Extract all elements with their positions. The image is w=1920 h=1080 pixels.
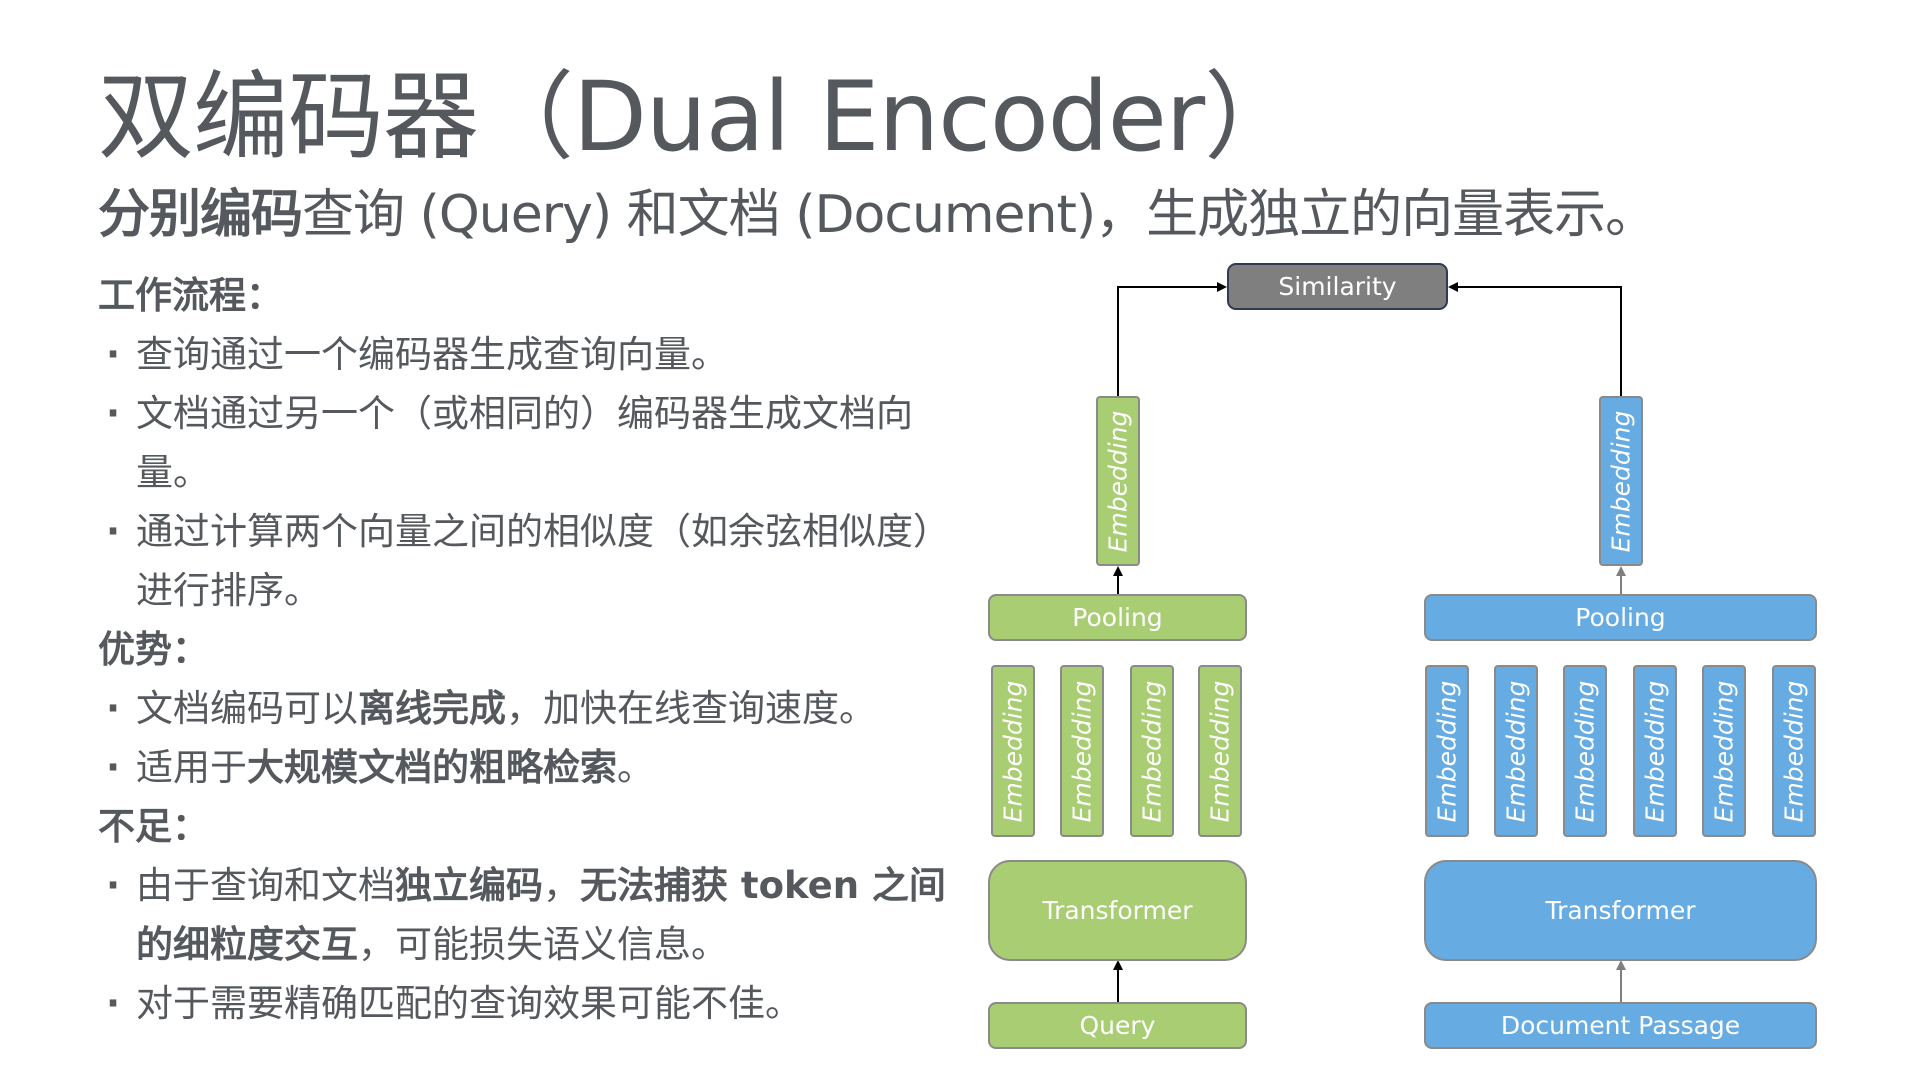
bullet-item: 查询通过一个编码器生成查询向量。: [98, 325, 958, 384]
query-embedding-label: Embedding: [1103, 410, 1133, 552]
bullet-item: 适用于大规模文档的粗略检索。: [98, 738, 958, 797]
token-embedding-box: Embedding: [1425, 665, 1469, 837]
bullet-item: 对于需要精确匹配的查询效果可能不佳。: [98, 974, 958, 1033]
bullet-text: ，可能损失语义信息。: [358, 923, 728, 966]
doc-pooling-box: Pooling: [1424, 594, 1817, 641]
query-input-box: Query: [988, 1002, 1247, 1049]
page-title: 双编码器（Dual Encoder）: [98, 61, 1300, 173]
token-embedding-label: Embedding: [1067, 680, 1097, 822]
content-list: 工作流程： 查询通过一个编码器生成查询向量。文档通过另一个（或相同的）编码器生成文…: [98, 266, 958, 1033]
token-embedding-label: Embedding: [1205, 680, 1235, 822]
emphasis-text: 大规模文档的粗略检索: [247, 746, 617, 789]
doc-transformer-label: Transformer: [1545, 896, 1696, 925]
bullet-item: 文档通过另一个（或相同的）编码器生成文档向量。: [98, 384, 958, 502]
token-embedding-box: Embedding: [1633, 665, 1677, 837]
subtitle-emphasis: 分别编码: [98, 185, 303, 245]
emphasis-text: 独立编码: [395, 864, 543, 907]
token-embedding-label: Embedding: [998, 680, 1028, 822]
token-embedding-label: Embedding: [1501, 680, 1531, 822]
token-embedding-label: Embedding: [1432, 680, 1462, 822]
token-embedding-box: Embedding: [991, 665, 1035, 837]
bullet-text: 对于需要精确匹配的查询效果可能不佳。: [136, 982, 802, 1025]
arrow-doc-to-similarity: [1448, 282, 1622, 396]
bullet-item: 由于查询和文档独立编码，无法捕获 token 之间的细粒度交互，可能损失语义信息…: [98, 856, 958, 974]
emphasis-text: 无法捕获 token 之间的细粒度交互: [136, 864, 946, 966]
bullet-text: 查询通过一个编码器生成查询向量。: [136, 333, 728, 376]
query-transformer-label: Transformer: [1042, 896, 1193, 925]
bullet-text: ，加快在线查询速度。: [506, 687, 876, 730]
doc-input-box: Document Passage: [1424, 1002, 1817, 1049]
bullet-text: 。: [617, 746, 654, 789]
doc-embedding-label: Embedding: [1606, 410, 1636, 552]
bullet-text: 通过计算两个向量之间的相似度（如余弦相似度）进行排序。: [136, 510, 950, 612]
token-embedding-box: Embedding: [1494, 665, 1538, 837]
token-embedding-box: Embedding: [1772, 665, 1816, 837]
similarity-box: Similarity: [1227, 263, 1448, 310]
doc-transformer-box: Transformer: [1424, 860, 1817, 961]
bullet-text: 文档通过另一个（或相同的）编码器生成文档向量。: [136, 392, 913, 494]
token-embedding-label: Embedding: [1709, 680, 1739, 822]
section-heading: 优势：: [98, 628, 209, 671]
query-pooling-label: Pooling: [1072, 603, 1163, 632]
query-pooling-box: Pooling: [988, 594, 1247, 641]
token-embedding-label: Embedding: [1137, 680, 1167, 822]
doc-input-label: Document Passage: [1500, 1011, 1741, 1040]
token-embedding-box: Embedding: [1563, 665, 1607, 837]
subtitle: 分别编码查询 (Query) 和文档 (Document)，生成独立的向量表示。: [98, 180, 1657, 250]
bullet-item: 通过计算两个向量之间的相似度（如余弦相似度）进行排序。: [98, 502, 958, 620]
token-embedding-label: Embedding: [1779, 680, 1809, 822]
bullet-text: 文档编码可以: [136, 687, 358, 730]
bullet-text: 由于查询和文档: [136, 864, 395, 907]
token-embedding-label: Embedding: [1570, 680, 1600, 822]
emphasis-text: 离线完成: [358, 687, 506, 730]
token-embedding-box: Embedding: [1198, 665, 1242, 837]
query-input-label: Query: [1079, 1011, 1156, 1040]
doc-pooling-label: Pooling: [1575, 603, 1666, 632]
token-embedding-box: Embedding: [1060, 665, 1104, 837]
bullet-item: 文档编码可以离线完成，加快在线查询速度。: [98, 679, 958, 738]
query-transformer-box: Transformer: [988, 860, 1247, 961]
arrow-query-to-similarity: [1117, 282, 1227, 396]
doc-embedding-box: Embedding: [1599, 396, 1643, 566]
token-embedding-box: Embedding: [1702, 665, 1746, 837]
similarity-label: Similarity: [1278, 272, 1397, 301]
token-embedding-label: Embedding: [1640, 680, 1670, 822]
bullet-text: ，: [543, 864, 580, 907]
query-embedding-box: Embedding: [1096, 396, 1140, 566]
subtitle-text: 查询 (Query) 和文档 (Document)，生成独立的向量表示。: [302, 185, 1657, 245]
token-embedding-box: Embedding: [1130, 665, 1174, 837]
section-heading: 工作流程：: [98, 274, 283, 317]
bullet-text: 适用于: [136, 746, 247, 789]
section-heading: 不足：: [98, 805, 209, 848]
